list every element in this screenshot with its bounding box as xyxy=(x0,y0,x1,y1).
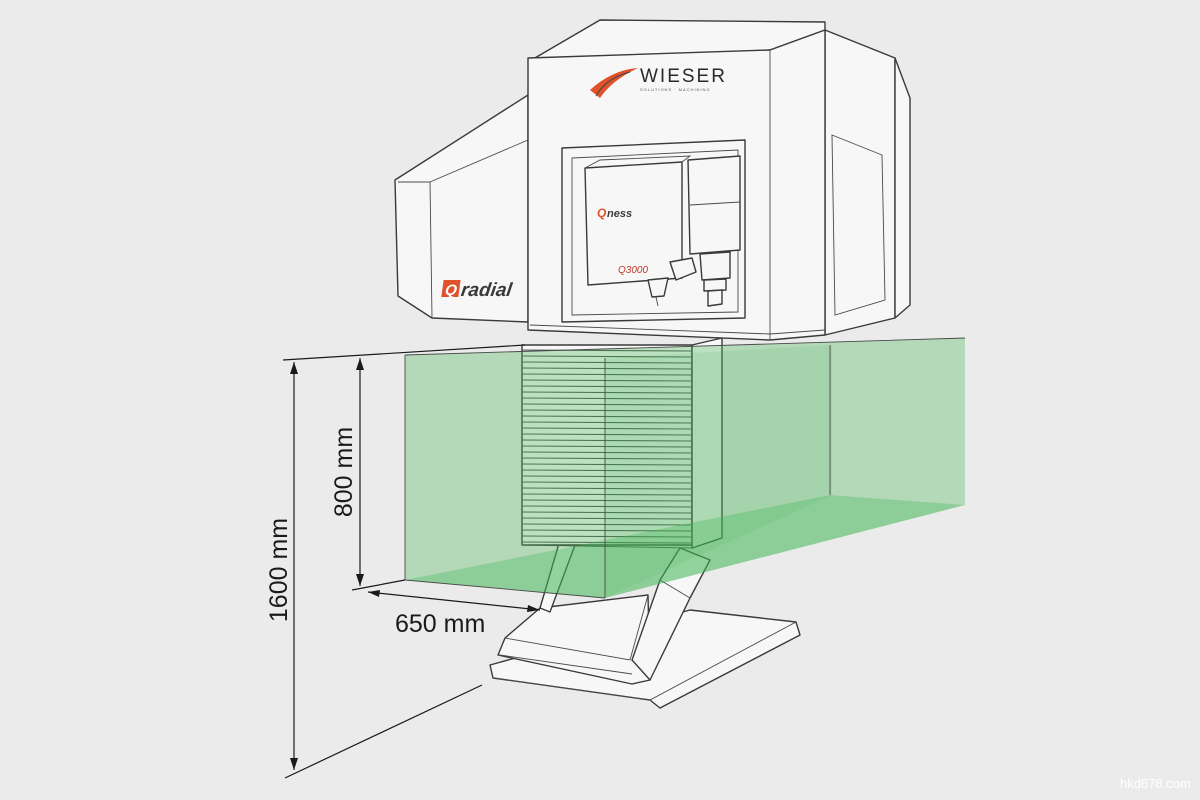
qness-name: ness xyxy=(607,208,632,220)
qradial-prefix: Q xyxy=(444,282,458,299)
column-rib xyxy=(522,391,692,394)
column-rib xyxy=(522,505,692,508)
work-height-label: 800 mm xyxy=(330,427,358,517)
column-rib xyxy=(522,499,692,502)
column-rib xyxy=(522,511,692,514)
tester-model: Q3000 xyxy=(618,265,648,276)
column-rib xyxy=(522,421,692,424)
qradial-logo: Q radial xyxy=(441,280,514,301)
work-volume xyxy=(404,337,966,599)
column-rib xyxy=(522,379,692,382)
wieser-swoosh-icon xyxy=(590,68,638,98)
column-rib xyxy=(522,517,692,520)
column-rib xyxy=(522,523,692,526)
column-rib xyxy=(522,487,692,490)
brand-tagline: SOLUTIONS · MACHINING xyxy=(640,87,711,92)
column-rib xyxy=(522,385,692,388)
total-height-label: 1600 mm xyxy=(265,518,293,622)
work-volume-bottom xyxy=(405,495,965,598)
column-rib xyxy=(522,373,692,376)
column-rib xyxy=(522,469,692,472)
column-rib xyxy=(522,397,692,400)
column-rib xyxy=(522,409,692,412)
brand-name: WIESER xyxy=(640,66,727,87)
wieser-logo: WIESER SOLUTIONS · MACHINING xyxy=(590,66,727,98)
column-rib xyxy=(522,415,692,418)
column-rib xyxy=(522,457,692,460)
column-rib xyxy=(522,433,692,436)
work-depth-label: 650 mm xyxy=(395,610,485,638)
work-volume-back xyxy=(405,338,965,580)
watermark-text: hkd678.com xyxy=(1120,776,1191,791)
machine-head xyxy=(394,19,911,341)
dimension-work-height: 800 mm xyxy=(330,358,406,591)
qradial-name: radial xyxy=(460,280,514,301)
column-rib xyxy=(522,355,692,358)
column-rib xyxy=(522,439,692,442)
column-rib xyxy=(522,463,692,466)
column-rib xyxy=(522,493,692,496)
dimension-total-height: 1600 mm xyxy=(265,344,526,779)
column-rib xyxy=(522,481,692,484)
qradial-logo-mark-icon xyxy=(441,280,461,297)
column-rib xyxy=(522,445,692,448)
column-rib xyxy=(522,475,692,478)
qness-logo: Q ness Q3000 xyxy=(597,206,648,276)
column-rib xyxy=(522,367,692,370)
column-ribs xyxy=(522,349,692,544)
dimension-work-depth: 650 mm xyxy=(367,590,541,638)
qness-prefix: Q xyxy=(597,206,607,220)
machine-column xyxy=(521,337,723,549)
column-rib xyxy=(522,427,692,430)
column-rib xyxy=(522,361,692,364)
work-volume-front xyxy=(605,345,832,598)
column-rib xyxy=(522,451,692,454)
column-rib xyxy=(522,403,692,406)
